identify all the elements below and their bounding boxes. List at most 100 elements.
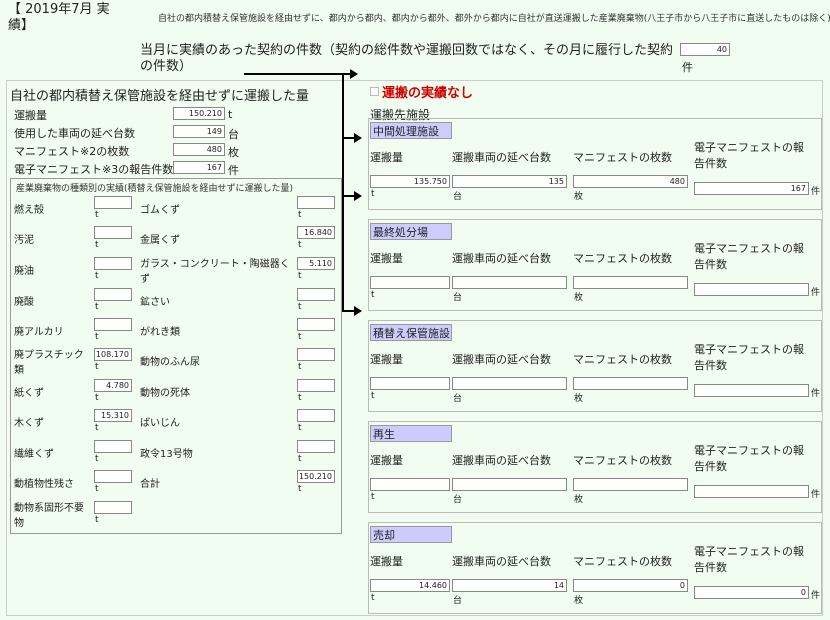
- kind-unit: t: [298, 271, 302, 281]
- col-amount-header: 運搬量: [370, 252, 403, 265]
- kind-field[interactable]: [94, 470, 132, 483]
- facility-amount-field[interactable]: [370, 276, 450, 289]
- facility-vehicles-field[interactable]: [452, 276, 567, 289]
- kind-field[interactable]: 15.310: [94, 409, 132, 422]
- direct-manifests-label: マニフェスト※2の枚数: [14, 145, 130, 158]
- no-record-label: 運搬の実績なし: [382, 86, 474, 101]
- kinds-section: [10, 178, 342, 534]
- kind-label: 木くず: [14, 418, 44, 429]
- facility-emanifest-field[interactable]: 167: [694, 182, 809, 195]
- direct-manifests-unit: 枚: [228, 146, 239, 159]
- kind-field[interactable]: [297, 379, 335, 392]
- kind-field[interactable]: 108.170: [94, 348, 132, 361]
- arrow-branch-3: [342, 310, 356, 312]
- facility-emanifest-field[interactable]: 0: [694, 586, 809, 599]
- kind-label: 動物のふん尿: [140, 357, 200, 368]
- facility-amount-field[interactable]: 135.750: [370, 175, 450, 188]
- facility-vehicles-unit: 台: [453, 293, 463, 303]
- kind-field[interactable]: [297, 440, 335, 453]
- kind-unit: t: [95, 210, 99, 220]
- facility-vehicles-field[interactable]: 135: [452, 175, 567, 188]
- col-manifests-header: マニフェストの枚数: [573, 252, 672, 265]
- facility-vehicles-field[interactable]: 14: [452, 579, 567, 592]
- facility-panel: [368, 522, 822, 614]
- kind-field[interactable]: [297, 196, 335, 209]
- facility-emanifest-field[interactable]: [694, 384, 809, 397]
- kind-field[interactable]: 150.210: [297, 470, 335, 483]
- contract-count-unit: 件: [682, 61, 693, 74]
- facility-emanifest-field[interactable]: [694, 485, 809, 498]
- kind-label: 汚泥: [14, 235, 34, 246]
- no-record-checkbox[interactable]: [370, 87, 379, 96]
- kind-unit: t: [95, 332, 99, 342]
- facility-amount-field[interactable]: [370, 478, 450, 491]
- kind-label: 鉱さい: [140, 297, 170, 308]
- facility-amount-unit: t: [371, 189, 375, 199]
- direct-vehicles-label: 使用した車両の延べ台数: [14, 127, 135, 140]
- col-manifests-header: マニフェストの枚数: [573, 353, 672, 366]
- col-manifests-header: マニフェストの枚数: [573, 555, 672, 568]
- facility-vehicles-unit: 台: [453, 495, 463, 505]
- kind-field[interactable]: [297, 288, 335, 301]
- arrow-trunk: [342, 74, 344, 311]
- kind-field[interactable]: [94, 257, 132, 270]
- direct-manifests-field[interactable]: 480: [173, 143, 225, 156]
- facility-manifests-field[interactable]: [573, 478, 688, 491]
- header-note: 自社の都内積替え保管施設を経由せずに、都内から都内、都内から都外、都外から都内に…: [158, 14, 830, 24]
- kind-field[interactable]: [94, 288, 132, 301]
- kind-field[interactable]: [297, 348, 335, 361]
- facility-manifests-field[interactable]: [573, 276, 688, 289]
- col-vehicles-header: 運搬車両の延べ台数: [452, 252, 551, 265]
- direct-vehicles-field[interactable]: 149: [173, 125, 225, 138]
- facility-manifests-unit: 枚: [574, 394, 584, 404]
- direct-emanifest-field[interactable]: 167: [173, 161, 225, 174]
- kind-field[interactable]: [94, 501, 132, 514]
- facility-manifests-field[interactable]: 480: [573, 175, 688, 188]
- kind-unit: t: [95, 454, 99, 464]
- kind-field[interactable]: [94, 226, 132, 239]
- kind-label: 動植物性残さ: [14, 479, 74, 490]
- kind-field[interactable]: [297, 318, 335, 331]
- kind-field[interactable]: 5.110: [297, 257, 335, 270]
- facility-vehicles-field[interactable]: [452, 478, 567, 491]
- facility-manifests-field[interactable]: [573, 377, 688, 390]
- kind-unit: t: [298, 423, 302, 433]
- col-emanifest-header: 電子マニフェストの報告件数: [694, 444, 804, 473]
- col-vehicles-header: 運搬車両の延べ台数: [452, 353, 551, 366]
- direct-amount-field[interactable]: 150.210: [173, 107, 225, 120]
- kind-field[interactable]: [297, 409, 335, 422]
- facility-vehicles-field[interactable]: [452, 377, 567, 390]
- direct-amount-unit: t: [228, 108, 233, 121]
- kind-field[interactable]: [94, 196, 132, 209]
- kind-unit: t: [95, 423, 99, 433]
- facility-manifests-field[interactable]: 0: [573, 579, 688, 592]
- col-emanifest-header: 電子マニフェストの報告件数: [694, 545, 804, 574]
- facility-name: 最終処分場: [370, 223, 452, 240]
- facility-amount-field[interactable]: [370, 377, 450, 390]
- contract-count-field[interactable]: 40: [680, 43, 730, 56]
- kind-label: 動物系固形不要物: [14, 503, 84, 529]
- facility-amount-unit: t: [371, 593, 375, 603]
- col-amount-header: 運搬量: [370, 454, 403, 467]
- facility-manifests-unit: 枚: [574, 192, 584, 202]
- facility-vehicles-unit: 台: [453, 192, 463, 202]
- kind-label: 金属くず: [140, 235, 180, 246]
- kind-field[interactable]: [94, 318, 132, 331]
- col-vehicles-header: 運搬車両の延べ台数: [452, 151, 551, 164]
- arrowhead-branch-1: [354, 133, 362, 143]
- facility-amount-unit: t: [371, 391, 375, 401]
- kind-unit: t: [95, 271, 99, 281]
- arrow-branch-1: [342, 137, 356, 139]
- facility-emanifest-field[interactable]: [694, 283, 809, 296]
- kind-label: 燃え殻: [14, 205, 44, 216]
- col-manifests-header: マニフェストの枚数: [573, 151, 672, 164]
- kind-field[interactable]: [94, 440, 132, 453]
- kind-field[interactable]: 16.840: [297, 226, 335, 239]
- direct-emanifest-unit: 件: [228, 164, 239, 177]
- col-amount-header: 運搬量: [370, 555, 403, 568]
- kind-field[interactable]: 4.780: [94, 379, 132, 392]
- facility-amount-field[interactable]: 14.460: [370, 579, 450, 592]
- col-amount-header: 運搬量: [370, 151, 403, 164]
- facility-name: 再生: [370, 425, 452, 442]
- kind-unit: t: [95, 240, 99, 250]
